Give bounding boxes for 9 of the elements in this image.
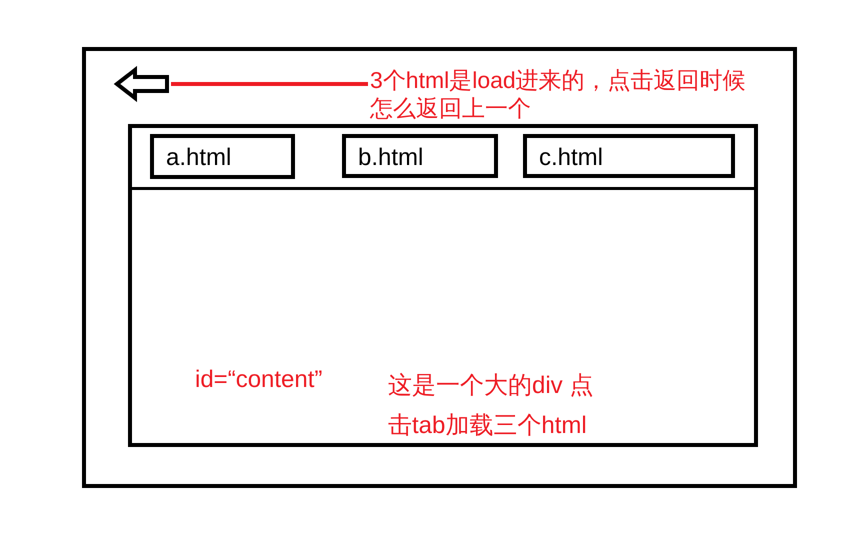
page-frame	[82, 47, 797, 488]
annotation-note: 3个html是load进来的，点击返回时候怎么返回上一个	[370, 66, 750, 122]
tab: c.html	[523, 134, 735, 178]
content-panel	[128, 124, 758, 447]
annotation-note: 这是一个大的div 点击tab加载三个html	[388, 371, 594, 441]
tab: b.html	[342, 134, 498, 178]
tab: a.html	[150, 134, 295, 179]
leader-line	[171, 82, 368, 86]
id-label: id=“content”	[195, 365, 324, 395]
